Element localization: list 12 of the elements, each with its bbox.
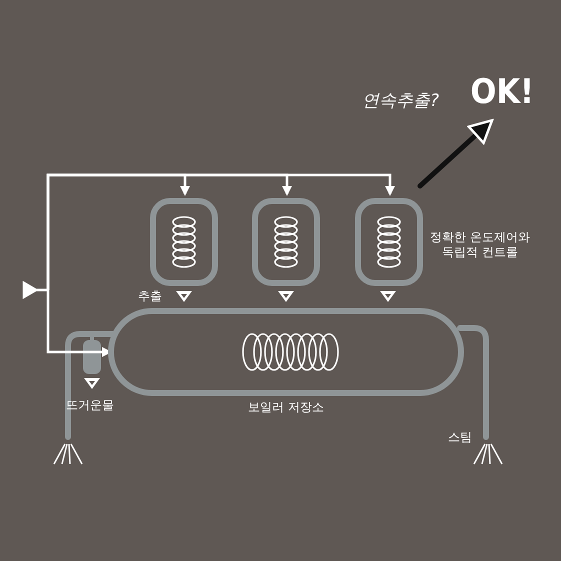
group-head-box bbox=[252, 198, 320, 286]
tank-label: 보일러 저장소 bbox=[247, 400, 325, 415]
handwritten-exclamation: OK! bbox=[470, 72, 534, 112]
outlet-label: 추출 bbox=[137, 289, 163, 304]
arrow bbox=[46, 174, 395, 290]
handwritten-note: 연속추출? bbox=[362, 90, 440, 112]
sketch-arrow bbox=[418, 119, 494, 188]
outlet-label: 스팀 bbox=[447, 430, 473, 445]
group-head-box bbox=[355, 198, 423, 286]
outlet-label: 뜨거운물 bbox=[65, 398, 115, 413]
feature-note: 정확한 온도제어와 독립적 컨트롤 bbox=[429, 230, 531, 260]
group-head-box bbox=[150, 198, 218, 286]
